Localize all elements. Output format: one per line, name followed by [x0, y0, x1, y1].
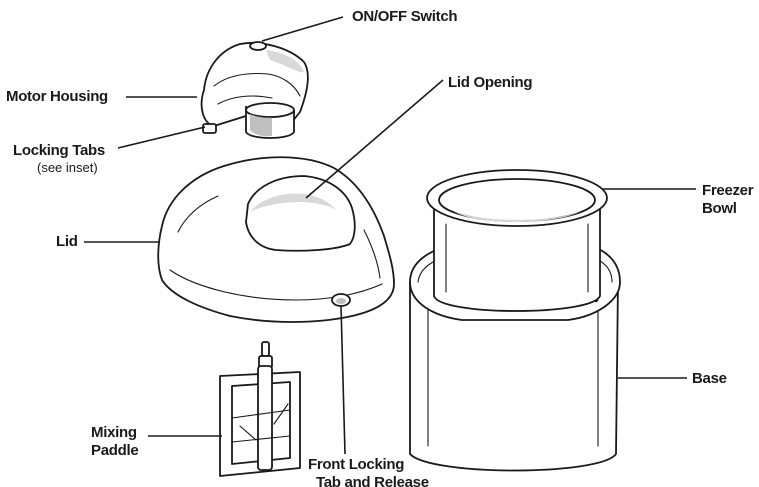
lid-illustration [157, 156, 395, 323]
leader-lines [84, 16, 696, 455]
label-mixing-paddle-line1: Mixing [91, 424, 137, 441]
label-see-inset: (see inset) [37, 160, 98, 175]
label-freezer-bowl-line1: Freezer [702, 182, 754, 199]
freezer-bowl-illustration [426, 169, 608, 312]
mixing-paddle-illustration [219, 341, 301, 477]
motor-housing-illustration [200, 41, 309, 139]
label-locking-tabs: Locking Tabs [13, 142, 105, 159]
label-freezer-bowl-line2: Bowl [702, 200, 737, 217]
label-on-off-switch: ON/OFF Switch [352, 8, 458, 25]
label-lid: Lid [56, 233, 78, 250]
label-mixing-paddle-line2: Paddle [91, 442, 139, 459]
label-motor-housing: Motor Housing [6, 88, 108, 105]
label-front-locking-line1: Front Locking [308, 456, 405, 473]
label-lid-opening: Lid Opening [448, 74, 533, 91]
label-base: Base [692, 370, 727, 387]
label-front-locking-line2: Tab and Release [316, 474, 429, 487]
